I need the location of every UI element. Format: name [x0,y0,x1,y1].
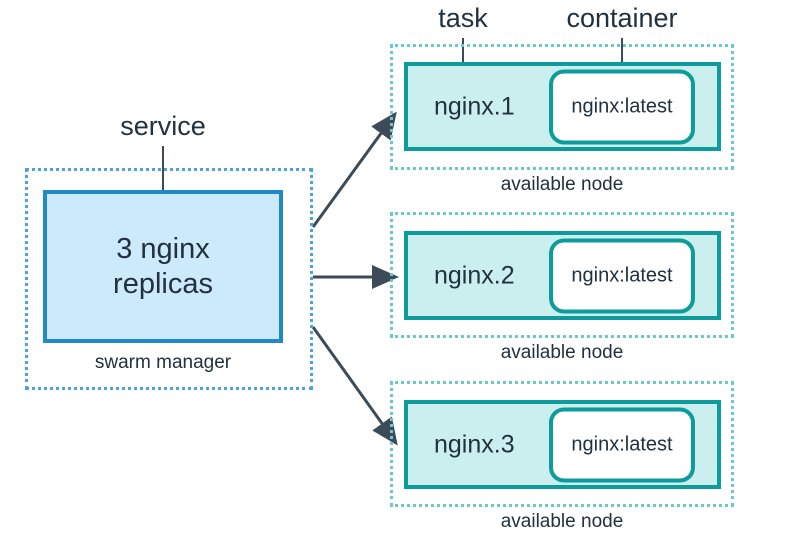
arrow-to-node-1 [311,111,397,228]
node-2-container-box[interactable]: nginx:latest [549,238,695,313]
node-1-caption: available node [500,174,624,195]
callout-service-label: service [120,111,206,141]
swarm-manager-caption: swarm manager [94,352,232,373]
node-1-container-label: nginx:latest [571,95,673,117]
arrow-to-node-3 [311,326,398,446]
callout-service-leader [162,146,164,233]
swarm-manager-boundary [25,168,313,390]
node-3-container-box[interactable]: nginx:latest [549,407,695,482]
node-2-caption: available node [500,342,624,363]
node-2-container-label: nginx:latest [571,264,673,286]
node-3-task-label: nginx.3 [434,430,515,458]
service-label: 3 nginx replicas [113,233,213,300]
service-box[interactable]: 3 nginx replicas [43,190,283,343]
callout-container-leader [621,38,623,84]
node-3-container-label: nginx:latest [571,433,673,455]
node-1-task-box[interactable]: nginx.1 nginx:latest [404,62,721,151]
node-3-caption: available node [500,511,624,532]
node-2-task-label: nginx.2 [434,261,515,289]
node-3-boundary [390,381,734,507]
node-2-boundary [390,212,734,338]
node-1-task-label: nginx.1 [434,92,515,120]
node-2-task-box[interactable]: nginx.2 nginx:latest [404,231,721,320]
node-1-container-box[interactable]: nginx:latest [549,69,695,144]
callout-container-label: container [566,3,678,33]
node-3-task-box[interactable]: nginx.3 nginx:latest [404,400,721,489]
callout-task-label: task [438,3,488,33]
node-1-boundary [390,44,734,170]
